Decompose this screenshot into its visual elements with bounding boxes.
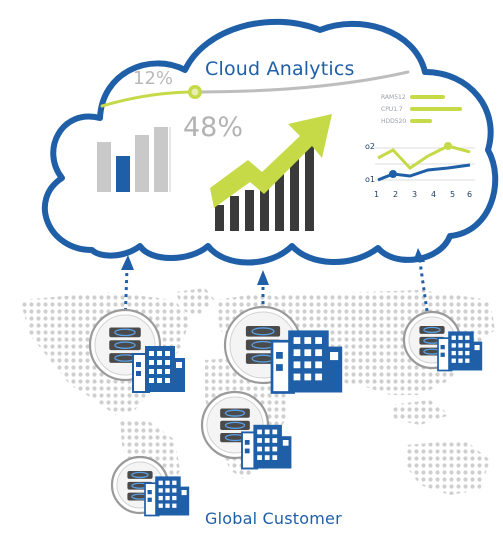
building-icon	[437, 331, 483, 372]
progress-curve	[100, 90, 197, 108]
arrow-head-right	[413, 248, 425, 262]
line-chart-x-label: 5	[450, 190, 456, 199]
line-chart-y-label: o1	[365, 175, 375, 184]
big-percent-label: 48%	[183, 112, 244, 143]
metrics-bars	[410, 95, 462, 123]
cloud-title: Cloud Analytics	[205, 58, 355, 80]
cloud-icon	[41, 18, 499, 266]
growth-chart-icon	[210, 114, 332, 231]
metric-label-ram: RAM512	[381, 94, 406, 101]
metric-label-hdd: HDD520	[381, 118, 407, 125]
server-node	[402, 310, 483, 372]
server-node	[223, 305, 343, 394]
line-chart-x-label: 2	[393, 190, 399, 199]
progress-curve-rest	[193, 70, 410, 94]
server-node	[200, 390, 292, 470]
building-icon	[144, 476, 190, 517]
building-icon	[241, 424, 292, 470]
building-icon	[132, 346, 185, 393]
line-chart-x-label: 1	[374, 190, 380, 199]
line-chart-x-label: 6	[467, 190, 473, 199]
line-chart-x-label: 4	[431, 190, 437, 199]
server-node	[88, 308, 185, 393]
metric-label-cpu: CPU1.7	[381, 106, 403, 113]
line-chart	[375, 142, 475, 182]
global-customer-label: Global Customer	[205, 509, 342, 528]
server-node	[110, 455, 190, 517]
bar-chart-icon	[97, 127, 171, 192]
progress-percent-label: 12%	[133, 68, 174, 89]
line-chart-y-label: o2	[365, 142, 375, 151]
building-icon	[270, 330, 343, 394]
arrow-head-center	[257, 270, 269, 285]
arrow-head-left	[121, 255, 134, 270]
line-chart-x-label: 3	[412, 190, 418, 199]
